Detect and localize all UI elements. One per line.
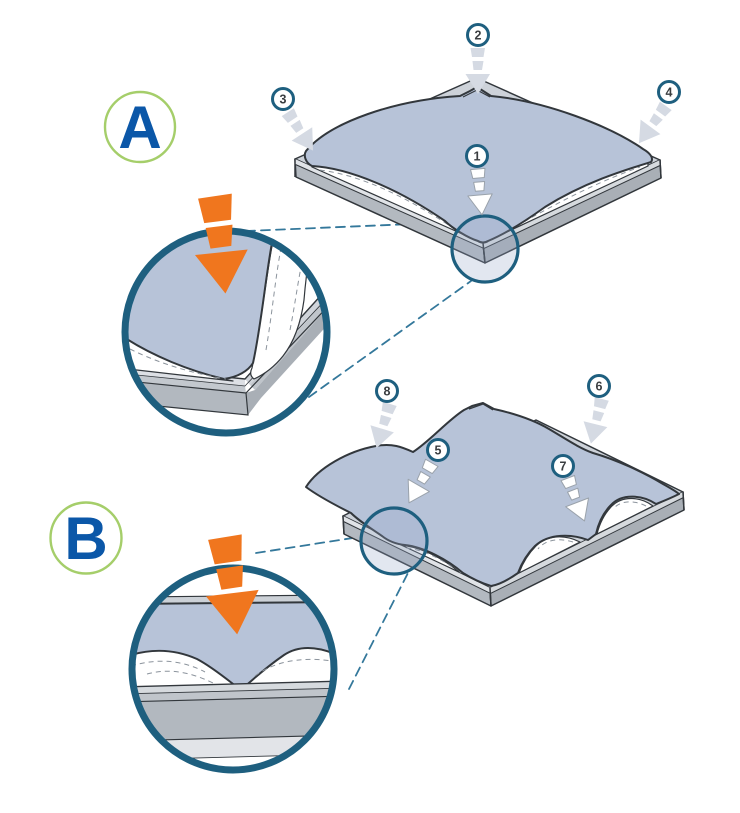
step-marker-7: 7 — [551, 454, 575, 478]
detail-stitch — [265, 247, 282, 351]
detail-edge-line — [132, 687, 334, 695]
detail-edge-line — [132, 695, 334, 703]
draped-sheet-b — [305, 402, 680, 587]
section-label-b: B — [49, 501, 123, 575]
step-circle — [426, 438, 450, 462]
step-marker-3: 3 — [271, 87, 295, 111]
platform-lip-left — [295, 159, 484, 249]
step-number: 5 — [435, 443, 442, 457]
step-number: 7 — [560, 459, 567, 473]
label-letter: B — [64, 505, 107, 572]
detail-lip-band — [132, 688, 334, 702]
mattress-illustration-b: 5 6 7 8 — [305, 374, 685, 607]
label-ring — [103, 90, 177, 164]
section-label-a: A — [103, 90, 177, 164]
detail-lip-band — [132, 681, 334, 694]
step-marker-1: 1 — [465, 144, 489, 168]
step-marker-6: 6 — [587, 374, 611, 398]
callout-lines-a — [245, 221, 472, 398]
mattress-illustration-a: 1 2 3 4 — [271, 23, 681, 284]
step-circle — [551, 454, 575, 478]
step-number: 2 — [475, 28, 482, 42]
detail-edge-line — [132, 680, 334, 688]
step-circle — [271, 87, 295, 111]
ruffle-stitch — [405, 547, 453, 568]
platform-lip-right — [483, 160, 661, 249]
callout-line-b-lower — [348, 568, 411, 690]
platform-corner-edges — [342, 491, 685, 607]
callout-line-a-lower — [308, 280, 472, 398]
detail-stitch — [289, 251, 305, 331]
platform-lip-right — [490, 492, 684, 594]
detail-stitch — [132, 660, 206, 673]
ruffle-stitch — [612, 501, 647, 510]
label-letter: A — [118, 94, 161, 161]
ruffle-stitch — [537, 539, 574, 550]
detail-platform-face — [132, 696, 334, 741]
callout-lines-b — [255, 536, 411, 690]
step-number: 3 — [280, 92, 287, 106]
platform-corner-edges — [294, 159, 662, 264]
step-marker-2: 2 — [466, 23, 490, 47]
magnifier-circle-b — [128, 533, 338, 774]
sheet-ruffle-b-right-outer — [596, 497, 654, 535]
step-number: 4 — [666, 85, 673, 99]
step-marker-8: 8 — [375, 379, 399, 403]
corner-highlight-ring-a — [450, 214, 520, 284]
magnifier-circle-a — [121, 192, 331, 437]
step-marker-4: 4 — [657, 80, 681, 104]
detail-platform-face — [125, 380, 248, 415]
detail-sheet-a — [125, 231, 285, 380]
step-circle — [587, 374, 611, 398]
section-b: 5 6 7 8 — [49, 374, 685, 774]
step-marker-5: 5 — [426, 438, 450, 462]
step-number: 8 — [384, 384, 391, 398]
callout-line-b-upper — [255, 536, 360, 554]
label-ring — [49, 501, 123, 575]
detail-platform-face — [246, 300, 327, 415]
step-number: 6 — [596, 379, 603, 393]
step-circle — [375, 379, 399, 403]
step-number: 1 — [474, 149, 481, 163]
section-a: 1 2 3 4 — [103, 23, 681, 437]
zoom-detail-a — [125, 231, 327, 416]
detail-stitch — [129, 348, 227, 380]
sheet-peak-fold — [468, 403, 494, 411]
callout-line-a-upper — [245, 221, 460, 232]
step-circle — [465, 144, 489, 168]
edge-highlight-ring-b — [359, 506, 429, 576]
detail-edge-line — [125, 295, 327, 387]
step-circle — [466, 23, 490, 47]
ruffle-stitch — [319, 169, 451, 227]
step-circle — [657, 80, 681, 104]
detail-lip-band — [125, 373, 246, 393]
